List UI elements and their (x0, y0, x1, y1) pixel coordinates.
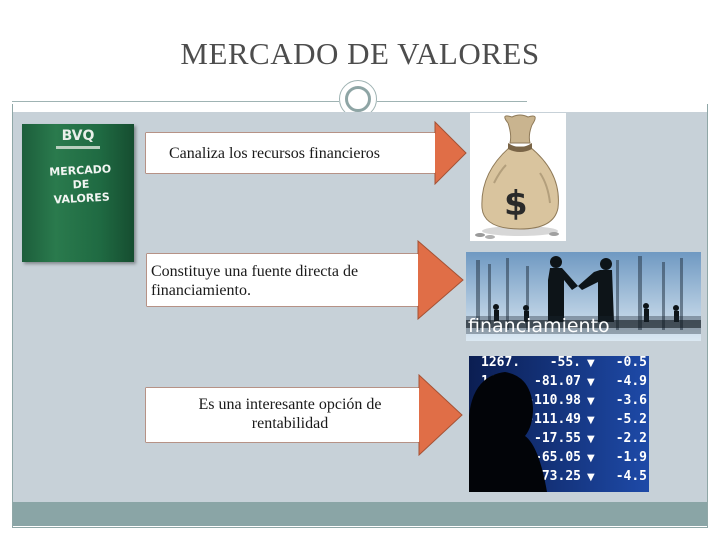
arrow-1-shape (145, 121, 467, 185)
stock-board-image: 1267.-55.▼-0.514-81.07▼-4.992-110.98▼-3.… (469, 356, 649, 492)
stock-row-0-change: -55. (550, 356, 581, 370)
arrow-2-text: Constituye una fuente directa de financi… (151, 263, 359, 299)
stock-row-3-down-arrow-icon: ▼ (587, 415, 595, 426)
slide-title: MERCADO DE VALORES (180, 36, 540, 71)
bvq-logo: BVQ (61, 128, 95, 144)
arrow-3: Es una interesante opción de rentabilida… (145, 374, 463, 456)
book-cover-text: MERCADO DE VALORES (48, 162, 112, 207)
stock-row-2-change: -110.98 (526, 393, 581, 408)
stock-row-0-left: 1267. (481, 356, 520, 370)
stock-row-6-percent: -4.5 (616, 469, 647, 484)
title-divider-right (377, 101, 527, 102)
book-cover-image: BVQ MERCADO DE VALORES (22, 124, 134, 262)
money-bag-symbol: $ (504, 184, 528, 224)
stock-ticker-icon: 1267.-55.▼-0.514-81.07▼-4.992-110.98▼-3.… (469, 356, 649, 492)
arrow-3-shape (145, 374, 463, 456)
financing-caption: financiamiento (468, 315, 610, 337)
stock-row-4-change: -17.55 (534, 431, 581, 446)
arrow-2-shape (146, 240, 464, 320)
financing-image: financiamiento (466, 252, 701, 341)
stock-row-5-down-arrow-icon: ▼ (587, 453, 595, 464)
logo-underline (56, 146, 100, 149)
arrow-2: Constituye una fuente directa de financi… (146, 240, 464, 320)
stock-row-2-down-arrow-icon: ▼ (587, 396, 595, 407)
arrow-3-text: Es una interesante opción de rentabilida… (198, 396, 382, 432)
handshake-skyline-icon: financiamiento (466, 252, 701, 341)
stock-row-6-change: -73.25 (534, 469, 581, 484)
stock-row-3-change: -111.49 (526, 412, 581, 427)
arrow-1-text: Canaliza los recursos financieros (169, 145, 381, 162)
footer-bar (13, 502, 707, 526)
stock-row-1-percent: -4.9 (616, 374, 647, 389)
money-bag-icon: $ (475, 114, 559, 239)
stock-row-5-change: -65.05 (534, 450, 581, 465)
stock-row-1-down-arrow-icon: ▼ (587, 377, 595, 388)
title-divider-left (12, 101, 339, 102)
stock-row-4-percent: -2.2 (616, 431, 647, 446)
stock-row-1-change: -81.07 (534, 374, 581, 389)
money-bag-image: $ (470, 113, 566, 241)
stock-row-2-percent: -3.6 (616, 393, 647, 408)
stock-row-5-percent: -1.9 (616, 450, 647, 465)
stock-row-6-down-arrow-icon: ▼ (587, 472, 595, 483)
stock-row-0-percent: -0.5 (616, 356, 647, 370)
stock-row-3-percent: -5.2 (616, 412, 647, 427)
stock-row-0-down-arrow-icon: ▼ (587, 358, 595, 369)
stock-row-4-down-arrow-icon: ▼ (587, 434, 595, 445)
arrow-1: Canaliza los recursos financieros (145, 121, 467, 185)
